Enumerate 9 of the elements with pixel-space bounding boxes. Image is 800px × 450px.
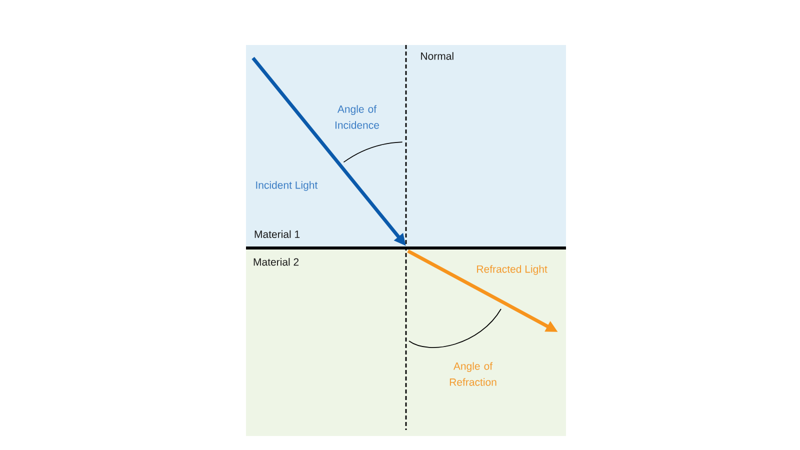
material-label: Material 2 (254, 258, 299, 266)
ray-label: Incident Light (256, 181, 318, 191)
angle-label: Angle of Incidence (336, 105, 379, 129)
normal-label: Normal (421, 52, 454, 60)
ray-label: Refracted Light (477, 265, 548, 275)
material-region (246, 248, 566, 436)
material-region (246, 45, 566, 248)
angle-label: Angle of Refraction (450, 362, 496, 386)
material-label: Material 1 (254, 230, 300, 238)
